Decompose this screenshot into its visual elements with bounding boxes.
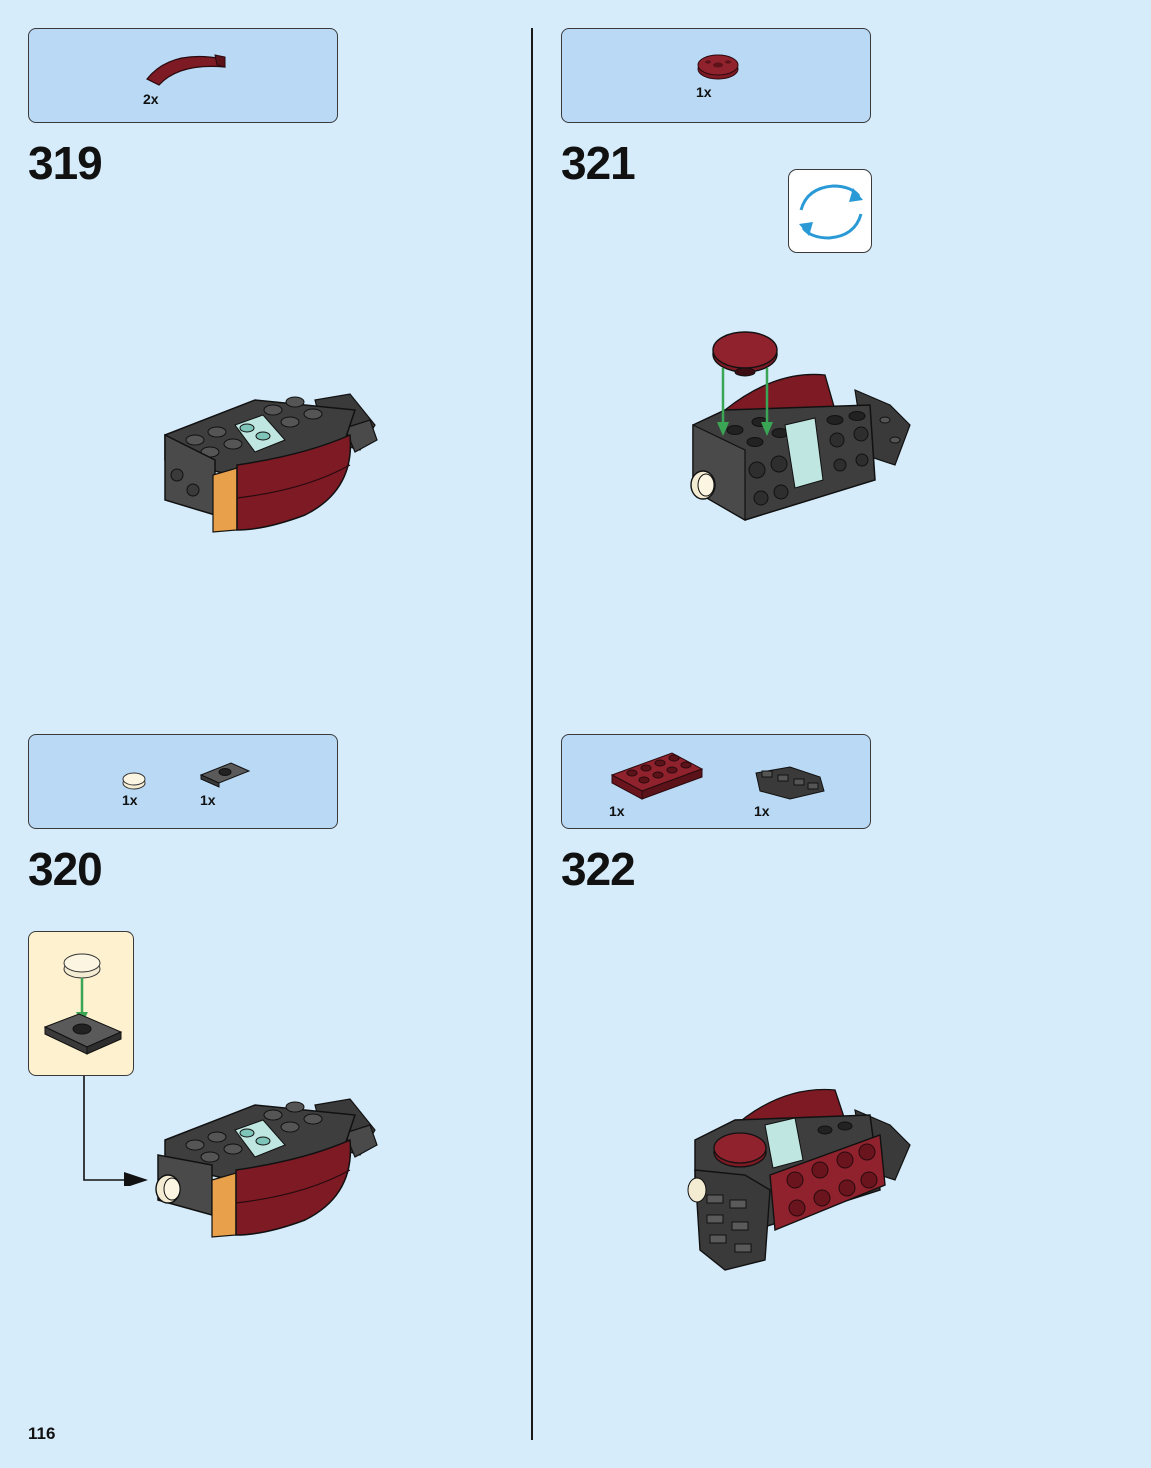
hand-piece-part-icon xyxy=(755,766,825,800)
step-number: 322 xyxy=(561,843,636,895)
model-step-321-illustration xyxy=(690,331,911,522)
parts-list-step-321: 1x xyxy=(561,28,871,123)
callout-connector-arrow xyxy=(83,1076,148,1186)
sub-assembly-illustration xyxy=(43,953,123,1055)
part-qty: 1x xyxy=(122,792,138,808)
step-number: 320 xyxy=(28,843,103,895)
rotate-model-indicator xyxy=(788,169,872,253)
parts-list-step-320: 1x 1x xyxy=(28,734,338,829)
rotate-model-icon xyxy=(799,184,863,240)
part-qty: 1x xyxy=(200,792,216,808)
jumper-plate-part-icon xyxy=(199,762,251,788)
round-plate-part-icon xyxy=(697,54,739,80)
part-qty: 2x xyxy=(143,91,159,107)
round-tile-part-icon xyxy=(122,772,146,790)
part-qty: 1x xyxy=(696,84,712,100)
model-step-320-illustration xyxy=(155,1098,378,1238)
step-number: 321 xyxy=(561,137,636,189)
page-divider xyxy=(531,28,533,1440)
parts-list-step-319: 2x xyxy=(28,28,338,123)
model-step-319-illustration xyxy=(164,393,378,533)
page-number: 116 xyxy=(28,1424,56,1443)
parts-list-step-322: 1x 1x xyxy=(561,734,871,829)
step-number: 319 xyxy=(28,137,103,189)
model-step-322-illustration xyxy=(687,1088,911,1271)
part-qty: 1x xyxy=(609,803,625,819)
sub-assembly-callout xyxy=(28,931,134,1076)
plate-2x4-part-icon xyxy=(610,752,704,800)
part-qty: 1x xyxy=(754,803,770,819)
curved-slope-part-icon xyxy=(146,54,226,86)
